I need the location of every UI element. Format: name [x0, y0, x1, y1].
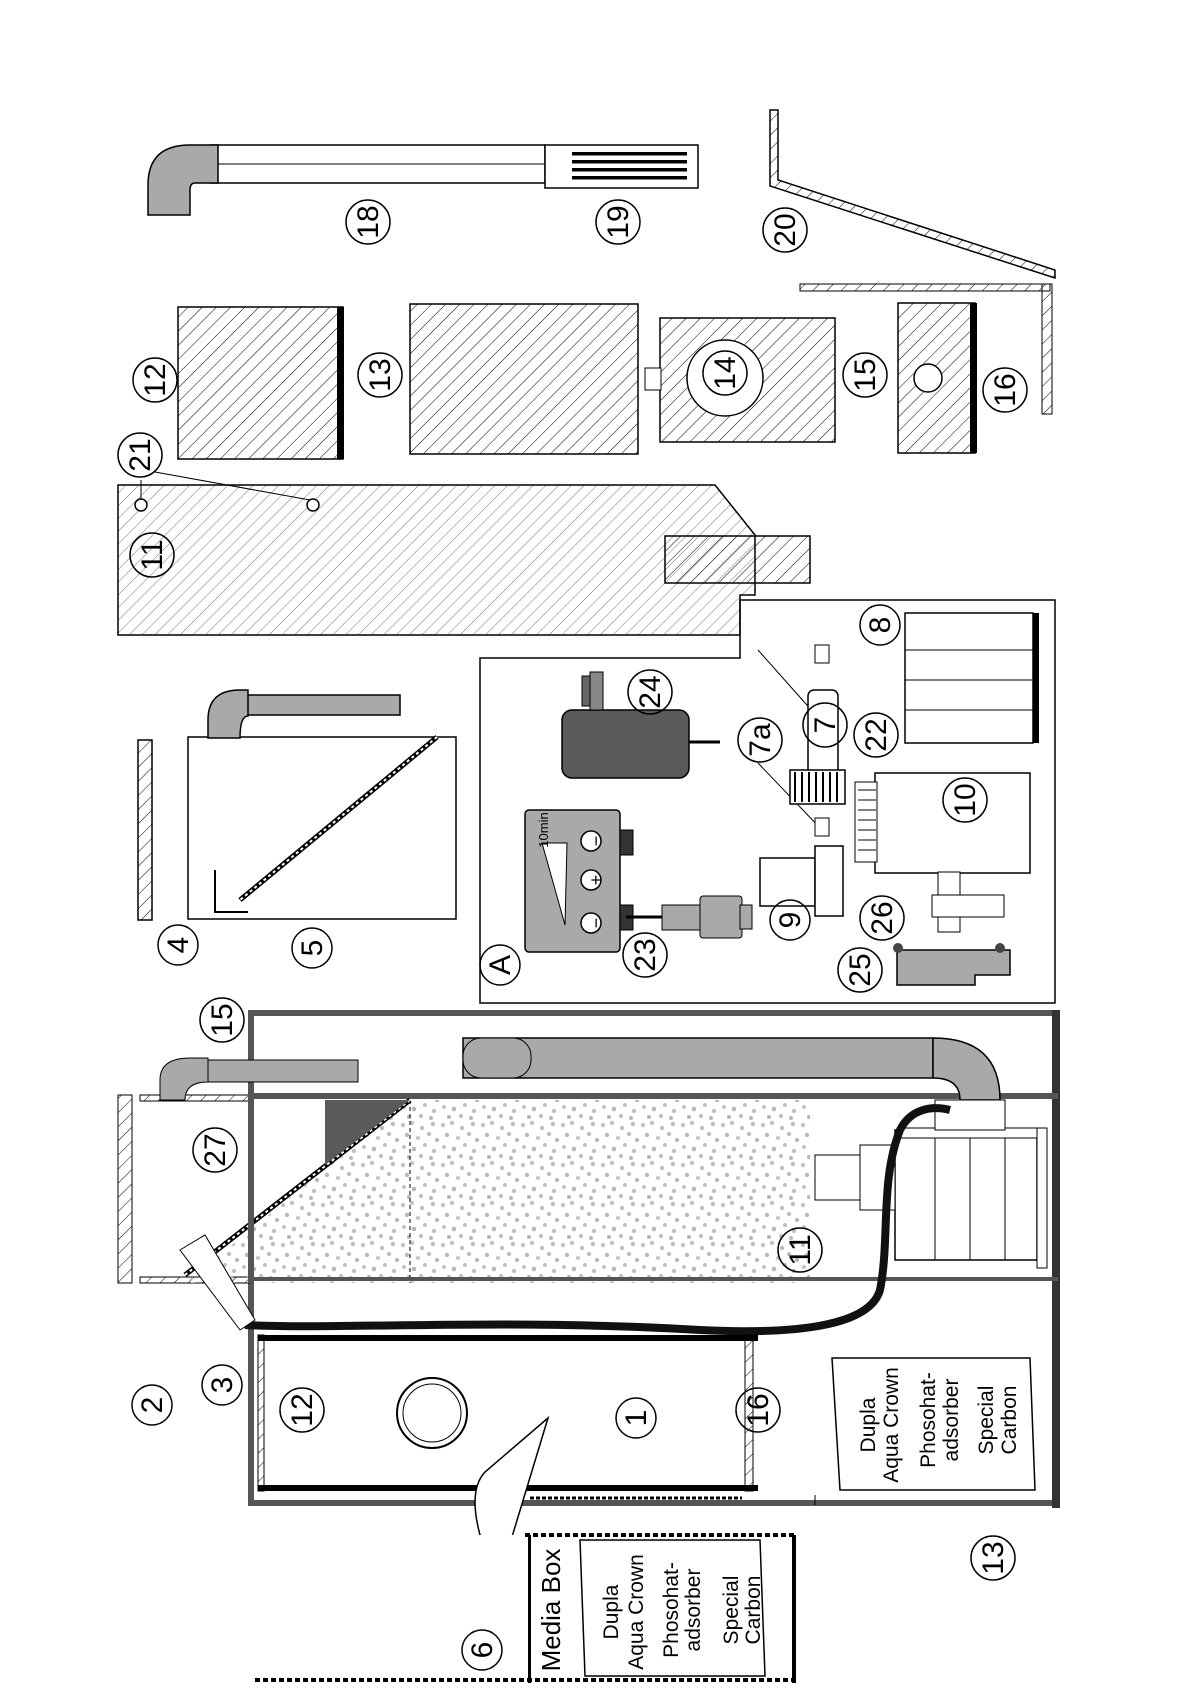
chamber-box-part-5	[188, 690, 456, 919]
bag-line2-in-filter: adsorber	[940, 1379, 963, 1462]
callout-15-installed: 15	[206, 1003, 239, 1036]
media-box-line1: Phosohat-	[660, 1562, 683, 1658]
callout-19: 19	[602, 205, 635, 238]
media-box-line4: Carbon	[742, 1576, 765, 1645]
controller-minus-symbol-2: −	[586, 918, 606, 929]
callout-4: 4	[162, 937, 195, 954]
controller-plus-symbol: +	[586, 875, 606, 886]
pump-motor-part-8	[905, 613, 1039, 743]
bag-line4-in-filter: Carbon	[998, 1386, 1021, 1455]
callout-12-installed: 12	[286, 1393, 319, 1426]
bag-line1-in-filter: Phosohat-	[917, 1372, 940, 1468]
callout-12-part: 12	[139, 363, 172, 396]
controller-part-23	[525, 810, 752, 952]
bracket-part-25	[893, 943, 1010, 985]
callout-22: 22	[860, 718, 893, 751]
callout-16-installed: 16	[742, 1393, 775, 1426]
callout-11-installed: 11	[784, 1234, 817, 1265]
divider-panel-part-11	[118, 472, 810, 635]
callout-3: 3	[206, 1377, 239, 1394]
callout-10: 10	[949, 783, 982, 816]
callout-11-panel: 11	[136, 539, 169, 570]
callout-1: 1	[620, 1410, 653, 1427]
controller-minus-symbol: −	[586, 836, 606, 847]
callout-5: 5	[296, 940, 329, 957]
callout-9: 9	[774, 912, 807, 929]
sponge-part-12	[178, 307, 344, 459]
callout-6: 6	[466, 1642, 499, 1659]
callout-A: A	[484, 955, 517, 975]
callout-24: 24	[634, 675, 667, 708]
media-box-line3: Special	[720, 1576, 743, 1645]
media-box-line2: adsorber	[682, 1569, 705, 1652]
callout-21: 21	[124, 438, 157, 471]
sponge-part-15	[898, 303, 977, 453]
callout-16-part: 16	[989, 373, 1022, 406]
callout-26: 26	[866, 901, 899, 934]
bag-brand-in-filter: Dupla	[857, 1397, 880, 1452]
bag-product-in-filter: Aqua Crown	[880, 1367, 903, 1483]
callout-20: 20	[769, 213, 802, 246]
callout-25: 25	[844, 953, 877, 986]
callout-14: 14	[709, 356, 742, 389]
callout-2: 2	[136, 1397, 169, 1414]
media-box-product: Aqua Crown	[625, 1554, 648, 1670]
controller-timer-label: 10min	[536, 812, 551, 847]
callout-23: 23	[629, 938, 662, 971]
media-box-brand: Dupla	[600, 1584, 623, 1639]
callout-27: 27	[199, 1133, 232, 1166]
inlet-pipe-part-18	[148, 145, 545, 215]
callout-7a: 7a	[744, 723, 777, 757]
media-box-title: Media Box	[536, 1549, 566, 1672]
callout-13-installed: 13	[977, 1541, 1010, 1574]
callout-7: 7	[809, 717, 842, 734]
bag-line3-in-filter: Special	[975, 1386, 998, 1455]
sponge-part-13	[410, 304, 638, 454]
callout-18: 18	[352, 205, 385, 238]
callout-13-part: 13	[364, 358, 397, 391]
callout-15-part: 15	[849, 358, 882, 391]
lid-part-4	[138, 740, 152, 920]
nozzle-part-9	[760, 846, 843, 916]
strainer-part-19	[545, 145, 698, 188]
callout-8: 8	[864, 617, 897, 634]
angled-plate-part-20	[770, 110, 1055, 278]
